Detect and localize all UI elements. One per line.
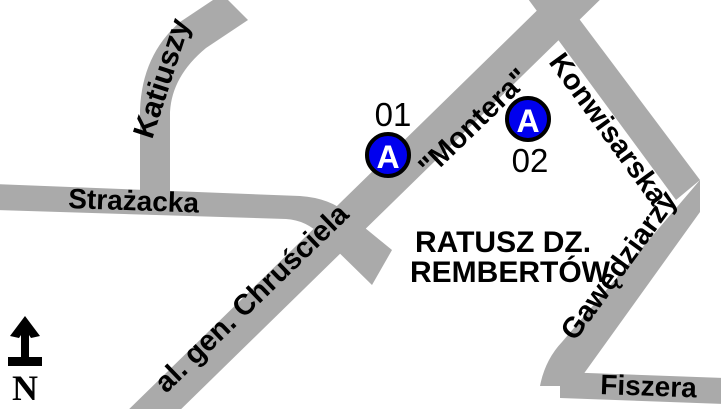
bus-stop-letter-02: A	[516, 103, 539, 139]
bus-stop-icon-02[interactable]	[505, 96, 551, 142]
bus-stop-icon-01[interactable]	[365, 132, 411, 178]
road-strazacka-shape	[0, 184, 392, 285]
bus-stop-code-02: 02	[512, 142, 549, 179]
bus-stop-marker-02[interactable]: A 02	[505, 96, 551, 179]
place-label-line2: REMBERTÓW	[410, 255, 611, 289]
road-chrusciela-shape	[129, 0, 600, 409]
road-katiuszy-shape	[140, 0, 248, 200]
compass-label-north: N	[12, 368, 38, 408]
bus-stop-code-01: 01	[375, 96, 412, 133]
road-fiszera-shape	[560, 372, 721, 404]
road-gawedziarzy-shape	[540, 180, 700, 386]
north-arrow-icon	[8, 316, 42, 366]
bus-stop-marker-01[interactable]: A 01	[365, 96, 412, 178]
place-label-line1: RATUSZ DZ.	[415, 226, 591, 259]
road-label-strazacka: Strażacka	[68, 183, 200, 219]
road-label-katiuszy: Katiuszy	[127, 14, 197, 142]
place-label-ratusz: RATUSZ DZ. REMBERTÓW	[410, 226, 611, 289]
bus-stop-letter-01: A	[376, 139, 399, 175]
compass-rose: N	[8, 316, 42, 408]
road-label-chrusciela: al. gen. Chruściela	[149, 197, 356, 399]
road-konwisarska-shape	[528, 0, 700, 200]
road-label-fiszera: Fiszera	[600, 369, 698, 403]
bus-stop-markers[interactable]: A 01 A 02	[365, 96, 551, 179]
